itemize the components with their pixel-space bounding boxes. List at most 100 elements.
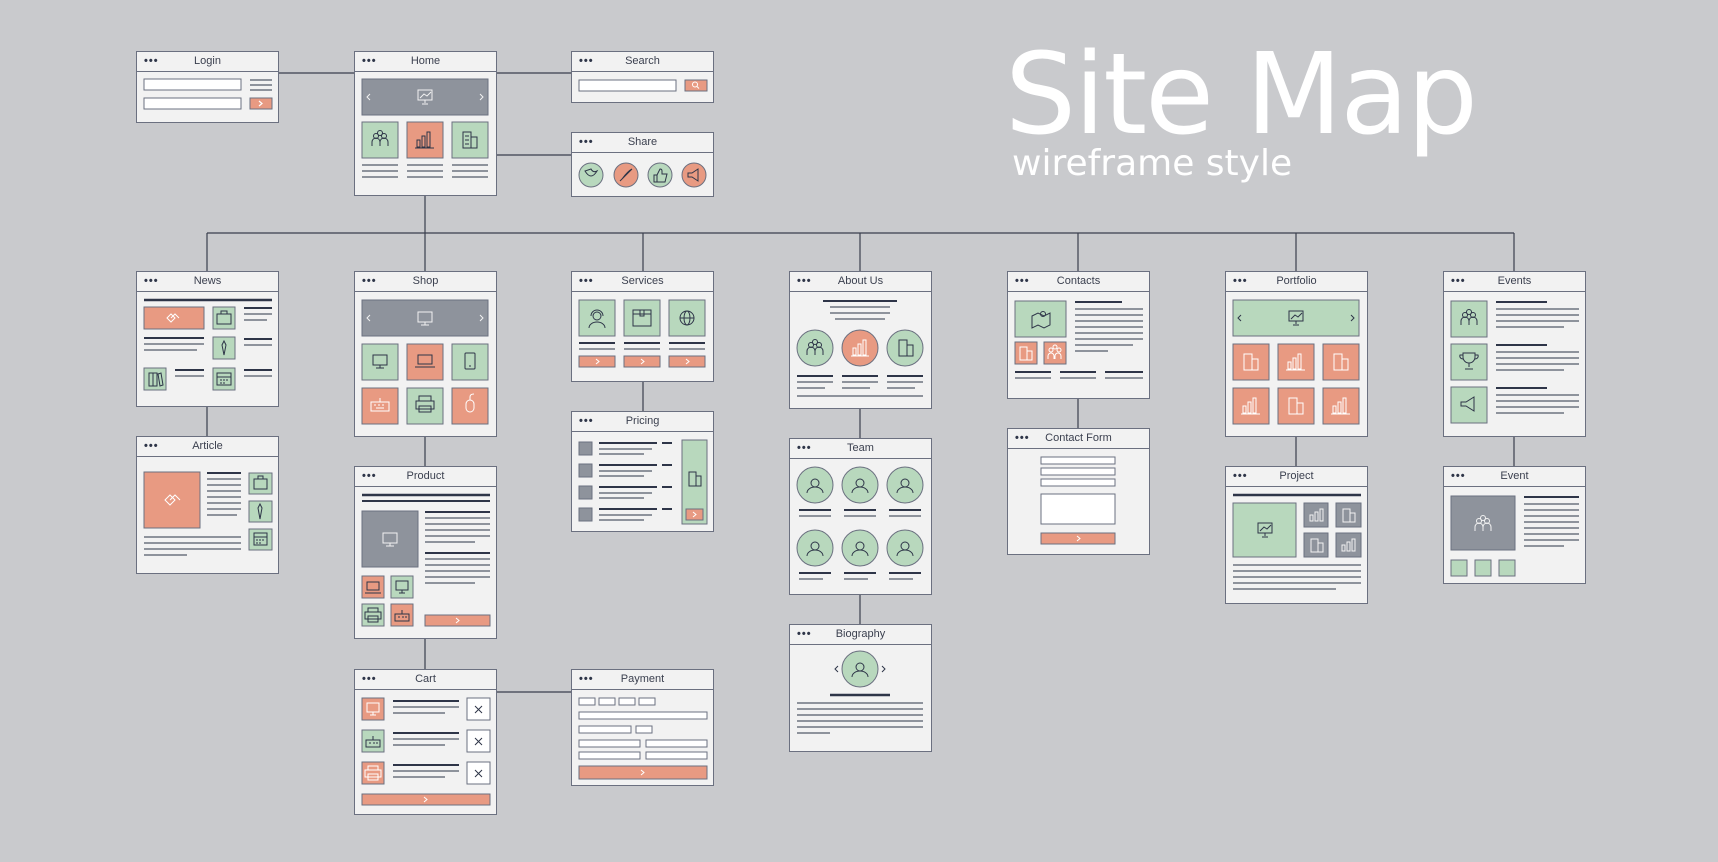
window-menu-dots[interactable]: •••: [579, 673, 594, 685]
about-feature-circle[interactable]: [886, 329, 924, 367]
news-thumb[interactable]: [212, 367, 236, 391]
feature-tile[interactable]: [451, 121, 489, 159]
username-field[interactable]: [143, 78, 242, 91]
portfolio-slider[interactable]: [1232, 299, 1360, 337]
project-thumb[interactable]: [1303, 502, 1329, 528]
contacts-thumb[interactable]: [1014, 341, 1038, 365]
service-more-button[interactable]: [623, 355, 661, 368]
window-menu-dots[interactable]: •••: [1451, 275, 1466, 287]
product-tile[interactable]: [361, 387, 399, 425]
window-menu-dots[interactable]: •••: [1015, 432, 1030, 444]
window-menu-dots[interactable]: •••: [1015, 275, 1030, 287]
window-menu-dots[interactable]: •••: [797, 628, 812, 640]
address-field[interactable]: [578, 751, 641, 760]
share-button[interactable]: [578, 162, 604, 188]
event-gallery-thumb[interactable]: [1474, 559, 1492, 577]
portfolio-item[interactable]: [1322, 343, 1360, 381]
window-menu-dots[interactable]: •••: [144, 55, 159, 67]
card-number-field[interactable]: [578, 697, 596, 706]
event-thumb[interactable]: [1450, 343, 1488, 381]
address-field[interactable]: [645, 751, 708, 760]
team-member-avatar[interactable]: [841, 466, 879, 504]
team-member-avatar[interactable]: [796, 529, 834, 567]
chevron-left-icon[interactable]: [1237, 314, 1242, 322]
about-feature-circle[interactable]: [796, 329, 834, 367]
article-thumb[interactable]: [248, 500, 273, 523]
product-thumb[interactable]: [390, 575, 414, 599]
window-menu-dots[interactable]: •••: [144, 440, 159, 452]
chevron-left-icon[interactable]: [834, 665, 839, 673]
article-image[interactable]: [143, 471, 201, 529]
service-more-button[interactable]: [578, 355, 616, 368]
team-member-avatar[interactable]: [841, 529, 879, 567]
product-tile[interactable]: [406, 343, 444, 381]
product-image[interactable]: [361, 510, 419, 568]
window-menu-dots[interactable]: •••: [579, 55, 594, 67]
team-member-avatar[interactable]: [886, 529, 924, 567]
card-number-field[interactable]: [598, 697, 616, 706]
portfolio-item[interactable]: [1277, 387, 1315, 425]
project-thumb[interactable]: [1335, 502, 1362, 528]
subject-field[interactable]: [1040, 478, 1116, 487]
chevron-right-icon[interactable]: [479, 93, 484, 101]
window-menu-dots[interactable]: •••: [797, 442, 812, 454]
event-thumb[interactable]: [1450, 386, 1488, 424]
window-menu-dots[interactable]: •••: [579, 136, 594, 148]
product-thumb[interactable]: [361, 575, 385, 599]
share-button[interactable]: [681, 162, 707, 188]
window-menu-dots[interactable]: •••: [362, 275, 377, 287]
product-tile[interactable]: [451, 387, 489, 425]
window-menu-dots[interactable]: •••: [1233, 470, 1248, 482]
address-field[interactable]: [578, 739, 641, 748]
address-field[interactable]: [645, 739, 708, 748]
card-number-field[interactable]: [638, 697, 656, 706]
chevron-right-icon[interactable]: [1350, 314, 1355, 322]
pay-button[interactable]: [578, 765, 708, 780]
event-gallery-thumb[interactable]: [1498, 559, 1516, 577]
cvv-field[interactable]: [635, 725, 653, 734]
project-thumb[interactable]: [1335, 532, 1362, 558]
send-button[interactable]: [1040, 532, 1116, 545]
chevron-left-icon[interactable]: [366, 93, 371, 101]
login-button[interactable]: [249, 97, 273, 110]
home-slider[interactable]: [361, 78, 489, 116]
window-menu-dots[interactable]: •••: [1233, 275, 1248, 287]
event-gallery-thumb[interactable]: [1450, 559, 1468, 577]
project-image[interactable]: [1232, 502, 1297, 558]
password-field[interactable]: [143, 97, 242, 110]
news-thumb[interactable]: [143, 367, 167, 391]
service-tile[interactable]: [578, 299, 616, 337]
product-thumb[interactable]: [390, 603, 414, 627]
window-menu-dots[interactable]: •••: [144, 275, 159, 287]
news-thumb[interactable]: [212, 336, 236, 360]
biography-avatar[interactable]: [841, 650, 879, 688]
buy-plan-button[interactable]: [685, 508, 704, 521]
cart-item-thumb[interactable]: [361, 697, 385, 721]
team-member-avatar[interactable]: [796, 466, 834, 504]
team-member-avatar[interactable]: [886, 466, 924, 504]
name-field[interactable]: [1040, 456, 1116, 465]
service-tile[interactable]: [623, 299, 661, 337]
window-menu-dots[interactable]: •••: [362, 55, 377, 67]
expiry-field[interactable]: [578, 725, 632, 734]
window-menu-dots[interactable]: •••: [579, 275, 594, 287]
contacts-map[interactable]: [1014, 300, 1067, 338]
shop-slider[interactable]: [361, 299, 489, 337]
news-thumb[interactable]: [212, 306, 236, 330]
project-thumb[interactable]: [1303, 532, 1329, 558]
add-to-cart-button[interactable]: [424, 614, 491, 627]
chevron-left-icon[interactable]: [366, 314, 371, 322]
search-button[interactable]: [684, 79, 708, 92]
about-feature-circle[interactable]: [841, 329, 879, 367]
window-menu-dots[interactable]: •••: [362, 470, 377, 482]
window-menu-dots[interactable]: •••: [579, 415, 594, 427]
share-button[interactable]: [647, 162, 673, 188]
chevron-right-icon[interactable]: [881, 665, 886, 673]
product-tile[interactable]: [361, 343, 399, 381]
cart-item-thumb[interactable]: [361, 729, 385, 753]
news-feature-image[interactable]: [143, 306, 205, 330]
product-tile[interactable]: [451, 343, 489, 381]
card-number-field[interactable]: [618, 697, 636, 706]
window-menu-dots[interactable]: •••: [362, 673, 377, 685]
checkout-button[interactable]: [361, 793, 491, 806]
